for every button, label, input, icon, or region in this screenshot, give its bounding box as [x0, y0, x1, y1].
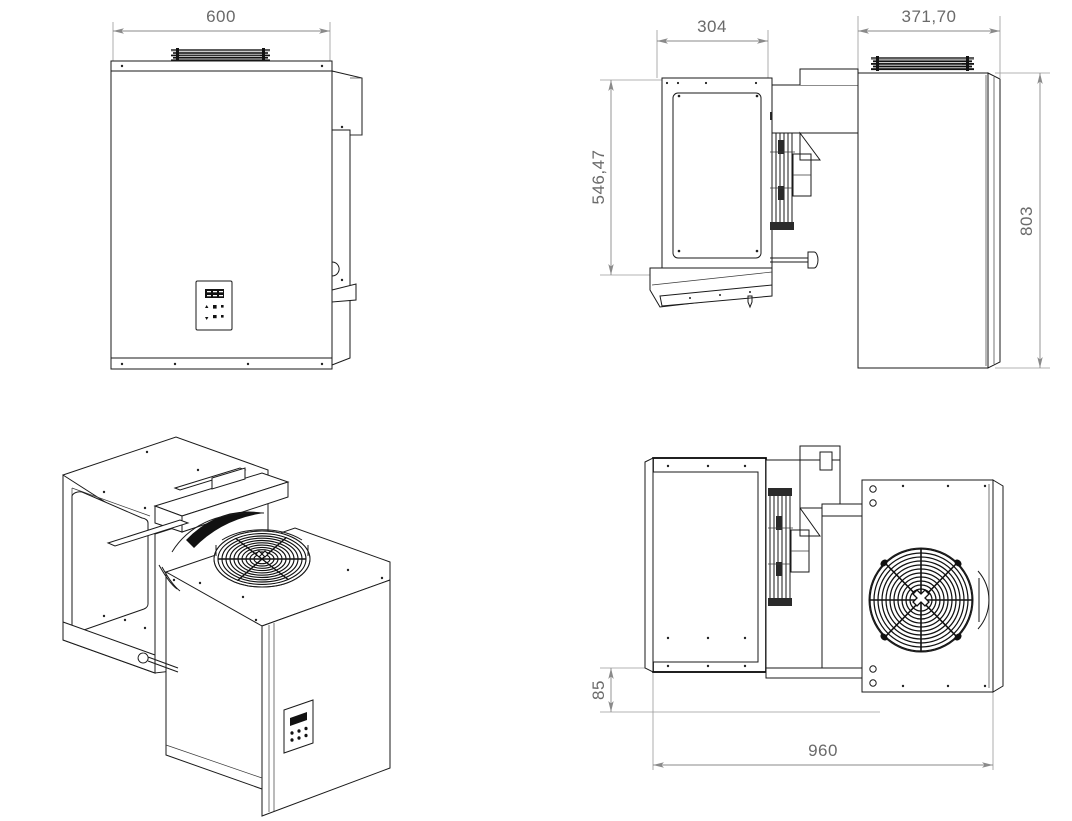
fan-motor: [792, 153, 812, 197]
evaporator-box: [661, 77, 773, 276]
iso-pipe: [158, 564, 178, 590]
evaporator-access-panel: [672, 92, 762, 259]
aux-button[interactable]: [221, 315, 224, 318]
louvre-grille: [171, 48, 270, 62]
dimension-label-600: 600: [206, 7, 236, 26]
bolt-hole: [755, 94, 759, 98]
top-flange: [110, 60, 333, 72]
control-panel-display: [205, 289, 224, 298]
dimension-label-304: 304: [697, 17, 727, 36]
iso-fan-cowl: [221, 529, 303, 541]
plan-frame-edge: [992, 479, 1004, 693]
bolt-hole: [120, 362, 124, 366]
air-duct-bracket: [771, 68, 859, 161]
mount-hole: [869, 679, 877, 687]
duct-deflector: [799, 131, 821, 161]
up-arrow-icon[interactable]: [205, 305, 209, 308]
plan-condenser-coil: [765, 445, 863, 679]
bolt-hole: [246, 362, 250, 366]
condenser-housing: [857, 72, 1001, 369]
bolt-hole: [676, 81, 680, 85]
iso-pipe: [161, 566, 181, 592]
drip-tray: [649, 267, 773, 309]
bolt-hole: [755, 249, 759, 253]
fan-guard-grille: [868, 547, 990, 653]
iso-fan-hub: [255, 550, 269, 558]
iso-shroud-edge: [171, 512, 265, 553]
mount-hole: [869, 485, 877, 493]
bolt-hole: [340, 278, 344, 282]
plan-evap-edge: [644, 457, 654, 673]
mount-hole: [869, 499, 877, 507]
iso-shroud-shadow: [186, 511, 264, 548]
defrost-button[interactable]: [213, 315, 217, 319]
fan-guard-outer-ring: [868, 547, 974, 653]
dimension-label-85: 85: [589, 680, 608, 700]
plan-evap-panel: [652, 471, 759, 663]
bolt-hole: [173, 362, 177, 366]
bolt-hole: [754, 81, 758, 85]
plan-evaporator-box: [644, 457, 767, 673]
control-panel[interactable]: [195, 280, 233, 331]
drain-nipple: [747, 295, 753, 309]
fan-rings: [869, 548, 973, 652]
dimension-label-371-70: 371,70: [902, 7, 957, 26]
fan-guard-clips: [880, 559, 962, 641]
louvre-grille: [871, 56, 974, 71]
fan-cowl-arc: [977, 570, 990, 630]
display-digits: [207, 291, 223, 297]
isometric-view: [62, 436, 391, 817]
down-arrow-icon[interactable]: [205, 317, 209, 320]
dimension-label-960: 960: [808, 741, 838, 760]
iso-mounting-bracket: [106, 467, 290, 547]
iso-condenser-cabinet: [165, 527, 391, 817]
upper-right-box: [331, 70, 363, 136]
bolt-hole: [320, 362, 324, 366]
bolt-hole: [665, 81, 669, 85]
iso-control-panel[interactable]: [283, 699, 314, 754]
light-button[interactable]: [221, 305, 224, 308]
iso-service-rod: [137, 652, 179, 673]
iso-fan-guard-grille: [213, 529, 311, 588]
set-button[interactable]: [213, 305, 217, 309]
dimension-label-803: 803: [1017, 206, 1036, 236]
fan-spokes: [869, 548, 973, 652]
bolt-hole: [340, 125, 344, 129]
bottom-flange: [110, 357, 333, 370]
rear-plan-view: 85 960: [589, 445, 1004, 770]
iso-control-buttons[interactable]: [290, 726, 308, 742]
side-section-view: 304 371,70 546,47 803: [589, 7, 1050, 369]
service-rod: [770, 251, 819, 269]
fan-hub: [912, 589, 930, 607]
iso-control-panel-display: [290, 712, 307, 726]
bolt-hole: [704, 81, 708, 85]
front-view: 600: [110, 7, 363, 370]
iso-evap-bottom-flange: [62, 621, 156, 674]
bolt-hole: [120, 64, 124, 68]
bolt-hole: [677, 94, 681, 98]
bolt-hole: [677, 249, 681, 253]
mount-hole: [869, 665, 877, 673]
bolt-hole: [320, 64, 324, 68]
right-panel-insert: [331, 129, 351, 291]
dimension-label-546-47: 546,47: [589, 150, 608, 205]
plan-fan-frame: [861, 479, 1004, 693]
iso-cab-front-face: [261, 579, 391, 817]
